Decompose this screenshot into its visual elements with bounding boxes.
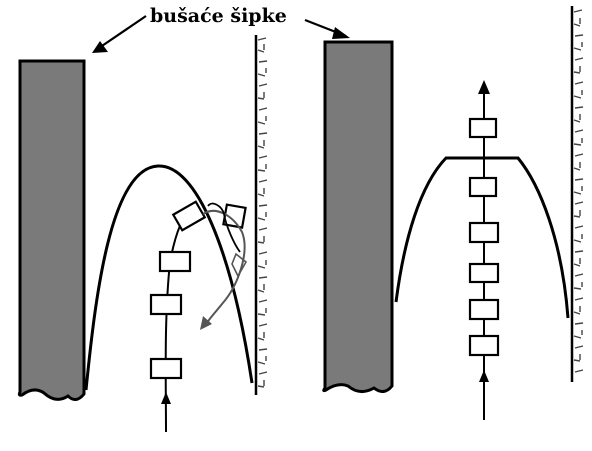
particle-box-r3 bbox=[468, 221, 500, 244]
exit-arrow-right bbox=[478, 80, 490, 94]
particle-box-l1 bbox=[149, 357, 183, 380]
particle-box-l2 bbox=[149, 293, 183, 316]
trajectory-left bbox=[164, 211, 191, 433]
drill-pipe-right bbox=[322, 40, 394, 393]
entry-arrow-left bbox=[161, 392, 171, 404]
particle-box-r4 bbox=[468, 262, 500, 284]
upper-loop-left bbox=[207, 202, 241, 253]
left-panel bbox=[17, 35, 268, 433]
wall-hatching-right bbox=[573, 9, 584, 373]
right-panel bbox=[322, 6, 584, 420]
particle-box-r5 bbox=[468, 298, 500, 321]
particle-box-l4-tilted bbox=[171, 200, 207, 232]
particle-box-r6 bbox=[468, 334, 500, 357]
entry-arrow-right bbox=[479, 370, 489, 382]
wall-hatching-left bbox=[257, 37, 268, 388]
falling-arrow-left bbox=[200, 316, 212, 330]
drill-pipe-left bbox=[17, 59, 86, 401]
particle-box-l3 bbox=[158, 250, 192, 273]
drill-pipes-label: bušaće šipke bbox=[150, 5, 287, 27]
label-pointer-right bbox=[304, 18, 350, 39]
arch-left bbox=[84, 164, 254, 391]
tumbling-loop-left bbox=[231, 252, 248, 278]
falling-path-left bbox=[202, 209, 246, 327]
particle-box-r1 bbox=[468, 117, 498, 139]
particle-box-r2 bbox=[468, 176, 498, 198]
label-pointer-left bbox=[92, 15, 147, 53]
